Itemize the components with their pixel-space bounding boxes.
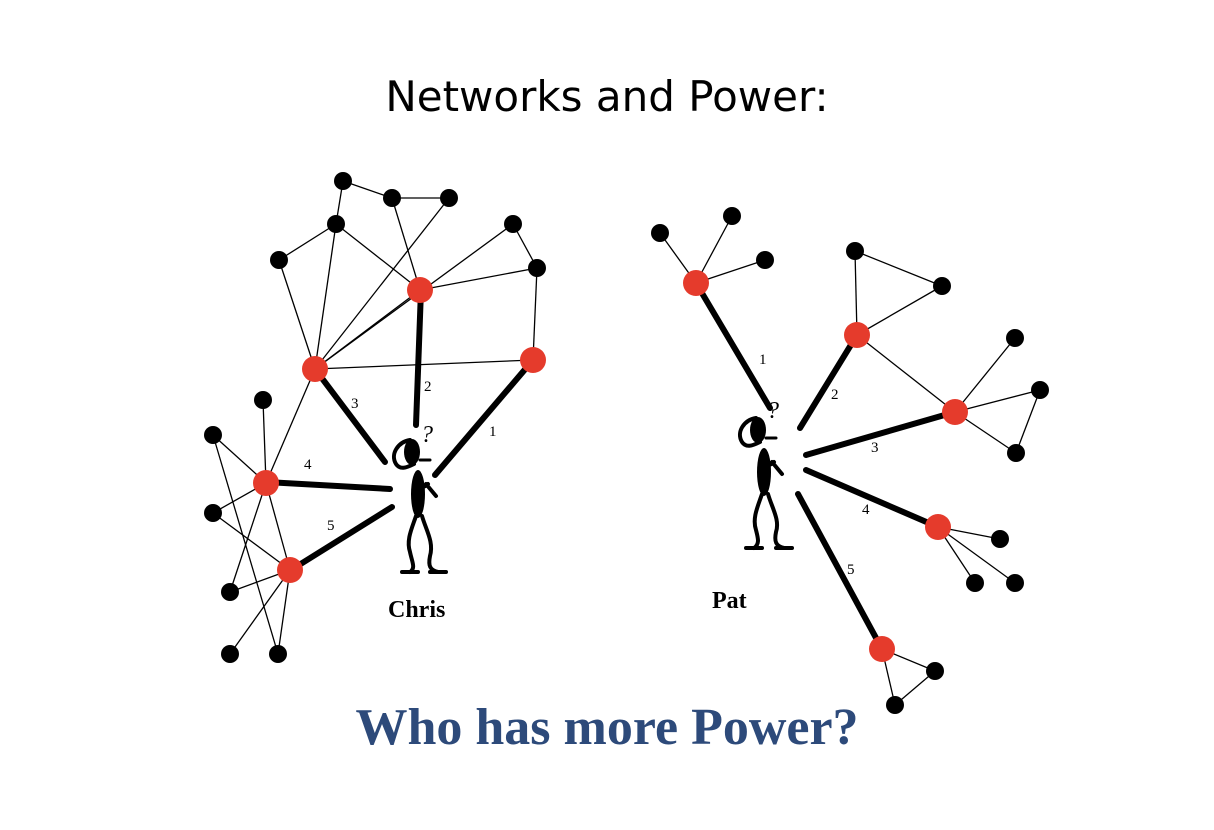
chris-edge-label-2: 2 [424, 379, 432, 395]
pat-edge-label-5: 5 [847, 562, 855, 578]
chris-label: Chris [388, 597, 445, 623]
network-node [221, 645, 239, 663]
network-node [270, 251, 288, 269]
tie-node [925, 514, 951, 540]
network-node [933, 277, 951, 295]
chris-edge-label-3: 3 [351, 396, 359, 412]
pat-tie-2 [797, 332, 860, 431]
chris-ties [263, 287, 536, 573]
tie-node [520, 347, 546, 373]
chris-question-mark: ? [421, 422, 433, 448]
chris-tie-2 [413, 287, 424, 428]
network-node [383, 189, 401, 207]
chris-tie-1 [432, 357, 536, 478]
tie-node [277, 557, 303, 583]
pat-edge-label-2: 2 [831, 387, 839, 403]
network-node [269, 645, 287, 663]
network-node [651, 224, 669, 242]
pat-thin-edges [659, 215, 1041, 706]
pat-edge-label-4: 4 [862, 502, 870, 518]
chris-tie-5 [288, 504, 395, 573]
pat-label: Pat [712, 588, 747, 614]
network-node [204, 426, 222, 444]
pat-question-mark: ? [767, 398, 779, 424]
network-node [846, 242, 864, 260]
network-node [966, 574, 984, 592]
chris-figure [391, 438, 448, 574]
chris-tie-3 [312, 366, 388, 465]
pat-figure [737, 416, 794, 550]
pat-tie-5 [795, 491, 885, 652]
chris-edge-label-5: 5 [327, 518, 335, 534]
pat-tie-1 [693, 280, 773, 411]
network-node [723, 207, 741, 225]
network-node [1006, 329, 1024, 347]
network-node [1006, 574, 1024, 592]
tie-node [407, 277, 433, 303]
pat-tie-4 [803, 467, 941, 530]
pat-red-nodes [683, 270, 968, 662]
tie-node [942, 399, 968, 425]
network-node [440, 189, 458, 207]
network-node [926, 662, 944, 680]
tie-node [869, 636, 895, 662]
chris-network: 1 2 3 4 5 [204, 172, 546, 663]
network-node [756, 251, 774, 269]
pat-edge-label-1: 1 [759, 352, 767, 368]
chris-red-nodes [253, 277, 546, 583]
pat-ties [693, 280, 958, 652]
chris-thin-edges [212, 180, 538, 655]
network-node [327, 215, 345, 233]
chris-tie-4 [263, 479, 393, 492]
tie-node [844, 322, 870, 348]
pat-network: 1 2 3 4 5 [651, 207, 1049, 714]
network-node [1007, 444, 1025, 462]
tie-node [302, 356, 328, 382]
tie-node [253, 470, 279, 496]
network-node [504, 215, 522, 233]
pat-edge-label-3: 3 [871, 440, 879, 456]
tie-node [683, 270, 709, 296]
network-node [204, 504, 222, 522]
network-node [528, 259, 546, 277]
network-node [334, 172, 352, 190]
network-node [991, 530, 1009, 548]
network-node [254, 391, 272, 409]
slide-title: Networks and Power: [385, 72, 829, 121]
chris-black-nodes [204, 172, 546, 663]
pat-tie-3 [803, 409, 958, 458]
network-node [886, 696, 904, 714]
question-heading: Who has more Power? [355, 699, 859, 756]
network-node [221, 583, 239, 601]
chris-edge-label-1: 1 [489, 424, 497, 440]
network-node [1031, 381, 1049, 399]
pat-black-nodes [651, 207, 1049, 714]
chris-edge-label-4: 4 [304, 457, 312, 473]
